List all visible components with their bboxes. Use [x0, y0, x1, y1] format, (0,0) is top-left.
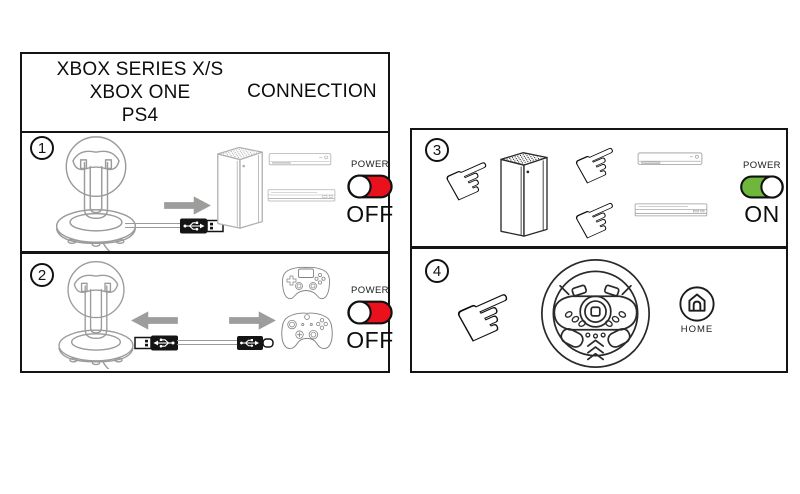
right-panel: 3 ☞ ☞ ☞ POWER ON 4 ☞ HOME	[410, 126, 788, 373]
racing-wheel-base-icon	[52, 259, 140, 369]
arrow-left-icon	[130, 310, 178, 331]
platform-xbox-series: XBOX SERIES X/S	[56, 59, 224, 80]
xbox-series-x-icon	[215, 141, 265, 230]
arrow-right-icon	[229, 310, 277, 331]
page-title: CONNECTION	[247, 81, 377, 102]
step-number-3: 3	[425, 138, 449, 162]
step-2: 2 POWER OFF	[22, 257, 393, 370]
steering-wheel-icon	[539, 257, 652, 370]
power-status-step1: POWER OFF	[342, 159, 398, 228]
header-section: XBOX SERIES X/S XBOX ONE PS4 CONNECTION	[22, 54, 388, 133]
usb-c-connector-icon	[235, 334, 277, 352]
left-panel: XBOX SERIES X/S XBOX ONE PS4 CONNECTION …	[20, 52, 393, 373]
step-1: 1 POWER OFF	[22, 133, 393, 254]
power-state-label: OFF	[346, 327, 394, 353]
power-label: POWER	[351, 159, 389, 170]
power-label: POWER	[351, 285, 389, 296]
home-button-icon	[678, 285, 716, 323]
step-4: 4 ☞ HOME	[412, 252, 786, 370]
power-status-step2: POWER OFF	[342, 285, 398, 354]
power-toggle-off-icon	[347, 300, 393, 325]
platform-ps4: PS4	[121, 105, 159, 126]
ps4-controller-icon	[278, 262, 334, 307]
power-toggle-off-icon	[347, 174, 393, 199]
step-number-2: 2	[30, 263, 54, 287]
home-label: HOME	[680, 324, 714, 335]
step-3: 3 ☞ ☞ ☞ POWER ON	[412, 126, 788, 258]
xbox-series-x-icon	[498, 146, 550, 238]
racing-wheel-base-icon	[52, 134, 140, 251]
usb-a-connector-icon	[133, 333, 179, 353]
pointing-hand-icon: ☞	[562, 180, 633, 259]
platform-xbox-one: XBOX ONE	[89, 82, 191, 103]
step-number-1: 1	[30, 136, 54, 160]
usb-cable	[125, 223, 182, 228]
step-number-4: 4	[425, 259, 449, 283]
xbox-one-s-icon	[268, 151, 332, 168]
pointing-hand-icon: ☞	[440, 264, 534, 368]
power-status-step3: POWER ON	[736, 160, 788, 228]
xbox-one-x-icon	[634, 202, 708, 218]
power-state-label: OFF	[346, 201, 394, 227]
power-state-label: ON	[744, 201, 780, 227]
usb-cable	[177, 340, 237, 345]
xbox-one-s-icon	[637, 150, 703, 168]
power-label: POWER	[743, 160, 781, 171]
xbox-one-x-icon	[267, 188, 336, 203]
power-toggle-on-icon	[740, 175, 784, 199]
xbox-controller-icon	[276, 306, 338, 358]
arrow-right-icon	[164, 195, 212, 216]
platform-list: XBOX SERIES X/S XBOX ONE PS4	[34, 58, 246, 127]
